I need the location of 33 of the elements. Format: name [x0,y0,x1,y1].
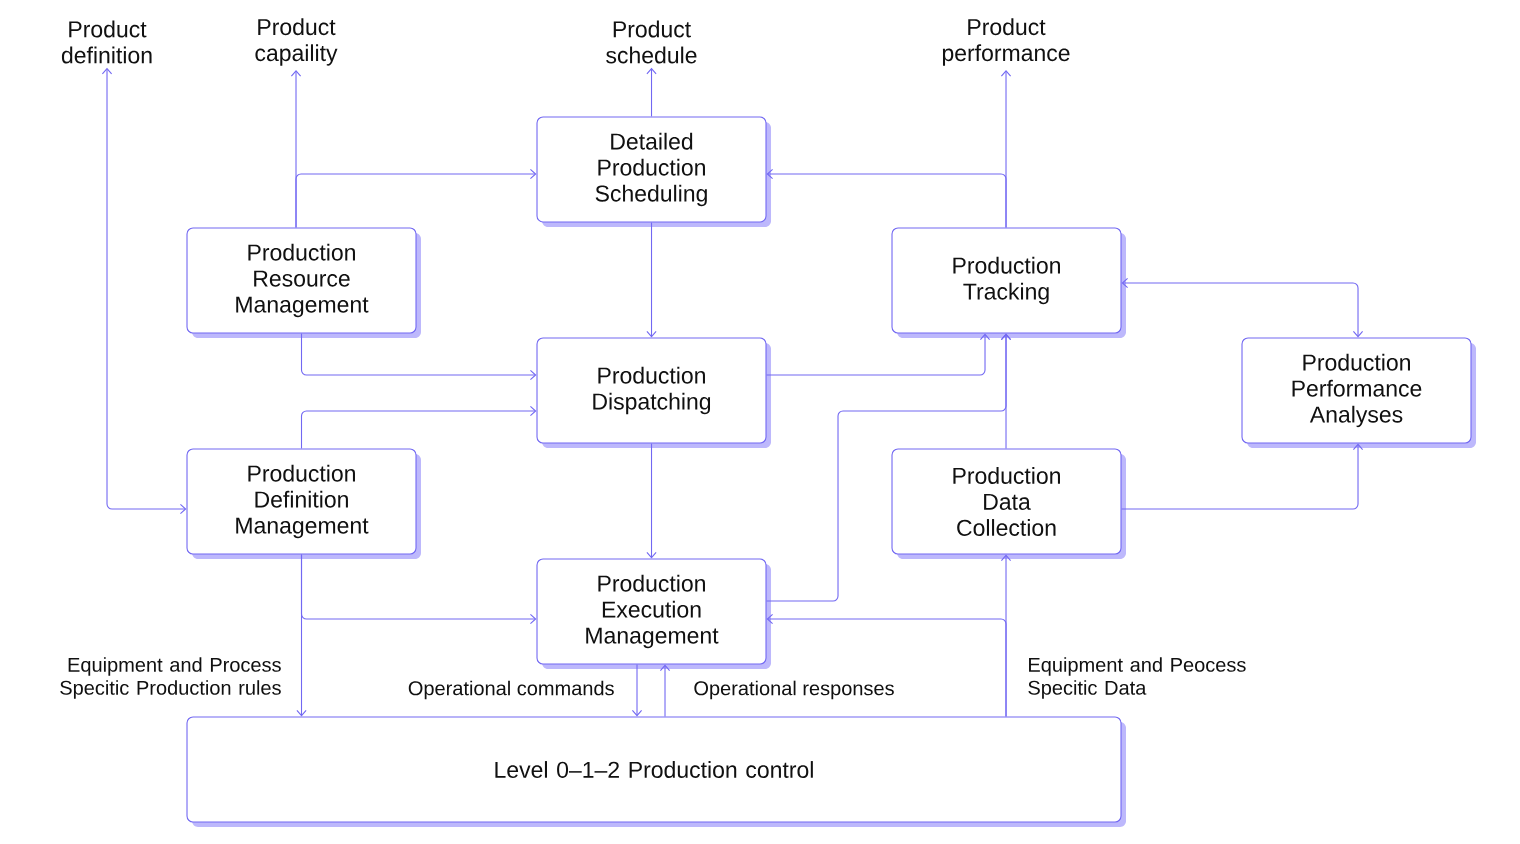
arrow [631,664,643,717]
arrow [646,222,657,338]
process-box: Production Definition Management [186,448,421,559]
arrow [1121,443,1364,510]
arrow [766,613,1007,717]
arrow [766,168,1007,228]
process-box: Production Data Collection [891,448,1126,559]
process-box: Production Dispatching [536,337,771,448]
arrow [300,405,537,449]
process-box: Level 0–1–2 Production control [186,716,1126,827]
arrow [1121,277,1364,338]
arrow [295,168,537,228]
arrow [101,67,187,515]
text-label: Product performance [942,18,1070,66]
text-label: Product capaility [255,18,338,66]
arrow [766,333,991,376]
process-box: Production Execution Management [536,558,771,669]
arrow [646,67,657,117]
text-label: Product definition [61,20,152,64]
arrow [659,664,671,717]
process-box: Detailed Production Scheduling [536,116,771,227]
text-label: Product schedule [606,20,697,64]
arrow [300,333,537,381]
arrow [296,554,307,717]
edge-label: Operational commands [408,680,614,700]
arrow [646,443,657,559]
process-box: Production Resource Management [186,227,421,338]
arrow [1000,333,1012,449]
process-box: Production Performance Analyses [1241,337,1476,448]
process-box: Production Tracking [891,227,1126,338]
edge-label: Equipment and Peocess Specitic Data [1028,657,1246,699]
edge-label: Operational responses [694,680,894,700]
edge-label: Equipment and Process Specitic Production rules [60,657,281,699]
